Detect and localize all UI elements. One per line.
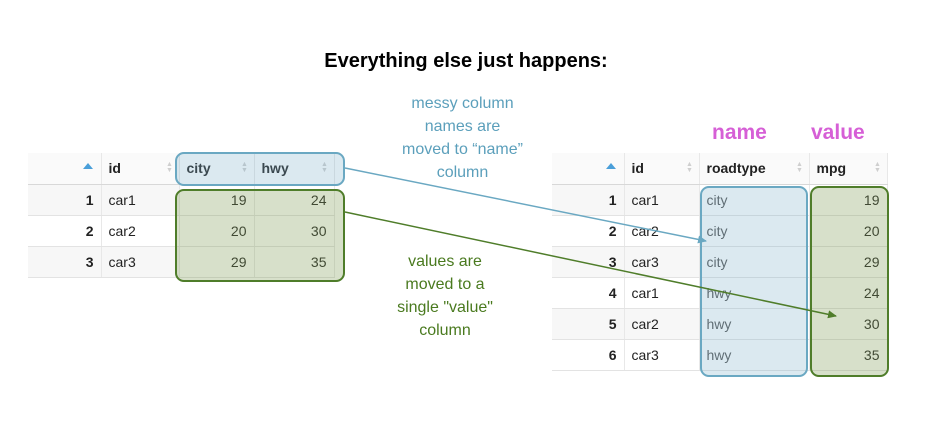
row-number: 3 xyxy=(552,246,625,278)
row-number: 2 xyxy=(28,215,102,247)
values-annotation-line: single "value" xyxy=(397,299,493,316)
name-column-label: name xyxy=(712,121,767,144)
roadtype-cell: city xyxy=(699,184,810,216)
table-row: 6 car3 hwy 35 xyxy=(552,339,888,371)
sort-icon: ▲▼ xyxy=(321,161,328,174)
column-header-city[interactable]: city ▲▼ xyxy=(179,153,255,185)
names-annotation-line: names are xyxy=(424,118,501,135)
id-cell: car3 xyxy=(624,339,700,371)
mpg-cell: 30 xyxy=(809,308,888,340)
id-cell: car2 xyxy=(101,215,180,247)
column-header-label: roadtype xyxy=(706,160,766,177)
sort-ascending-icon xyxy=(605,163,616,169)
sort-icon: ▲▼ xyxy=(166,161,173,174)
id-cell: car1 xyxy=(624,277,700,309)
page-title: Everything else just happens: xyxy=(324,50,608,72)
row-number: 6 xyxy=(552,339,625,371)
id-cell: car1 xyxy=(101,184,180,216)
names-annotation: messy column names are moved to “name” c… xyxy=(375,92,550,184)
hwy-cell: 35 xyxy=(254,246,335,278)
wide-header-highlight xyxy=(175,152,345,186)
mpg-cell: 19 xyxy=(809,184,888,216)
column-header-mpg[interactable]: mpg ▲▼ xyxy=(809,153,888,185)
row-number: 3 xyxy=(28,246,102,278)
sort-ascending-icon xyxy=(82,163,93,169)
row-number: 4 xyxy=(552,277,625,309)
rownum-header[interactable] xyxy=(28,153,102,185)
city-cell: 20 xyxy=(179,215,255,247)
id-cell: car3 xyxy=(624,246,700,278)
wide-data-table: id▲▼ city▲▼ hwy▲▼ 1 car1 19 24 2 car2 20… xyxy=(28,153,335,278)
values-annotation-line: values are xyxy=(408,253,482,270)
names-annotation-line: column xyxy=(436,164,489,181)
column-header-label: id xyxy=(108,160,121,177)
table-row: 3 car3 29 35 xyxy=(28,246,335,278)
city-cell: 29 xyxy=(179,246,255,278)
mpg-cell: 35 xyxy=(809,339,888,371)
column-header-hwy[interactable]: hwy ▲▼ xyxy=(254,153,335,185)
id-cell: car2 xyxy=(624,308,700,340)
names-annotation-line: moved to “name” xyxy=(402,141,523,158)
names-annotation-line: messy column xyxy=(411,95,514,112)
values-annotation-line: moved to a xyxy=(405,276,485,293)
row-number: 1 xyxy=(28,184,102,216)
hwy-cell: 30 xyxy=(254,215,335,247)
column-header-label: hwy xyxy=(261,160,289,177)
id-cell: car1 xyxy=(624,184,700,216)
id-cell: car3 xyxy=(101,246,180,278)
row-number: 5 xyxy=(552,308,625,340)
roadtype-cell: hwy xyxy=(699,339,810,371)
name-column-highlight xyxy=(700,186,808,377)
wide-values-highlight xyxy=(175,189,345,282)
id-cell: car2 xyxy=(624,215,700,247)
column-header-label: city xyxy=(186,160,211,177)
column-header-label: id xyxy=(631,160,644,177)
rownum-header[interactable] xyxy=(552,153,625,185)
table-row: 2 car2 20 30 xyxy=(28,215,335,247)
sort-icon: ▲▼ xyxy=(241,161,248,174)
sort-icon: ▲▼ xyxy=(874,161,881,174)
column-header-label: mpg xyxy=(816,160,847,177)
values-annotation-line: column xyxy=(419,322,471,339)
table-header-row: id ▲▼ roadtype ▲▼ mpg ▲▼ xyxy=(552,153,888,185)
table-header-row: id ▲▼ city ▲▼ hwy ▲▼ xyxy=(28,153,335,185)
row-number: 2 xyxy=(552,215,625,247)
sort-icon: ▲▼ xyxy=(686,161,693,174)
sort-icon: ▲▼ xyxy=(796,161,803,174)
column-header-id[interactable]: id ▲▼ xyxy=(101,153,180,185)
value-column-highlight xyxy=(810,186,889,377)
column-header-roadtype[interactable]: roadtype ▲▼ xyxy=(699,153,810,185)
value-column-label: value xyxy=(811,121,865,144)
column-header-id[interactable]: id ▲▼ xyxy=(624,153,700,185)
values-annotation: values are moved to a single "value" col… xyxy=(360,250,530,342)
row-number: 1 xyxy=(552,184,625,216)
